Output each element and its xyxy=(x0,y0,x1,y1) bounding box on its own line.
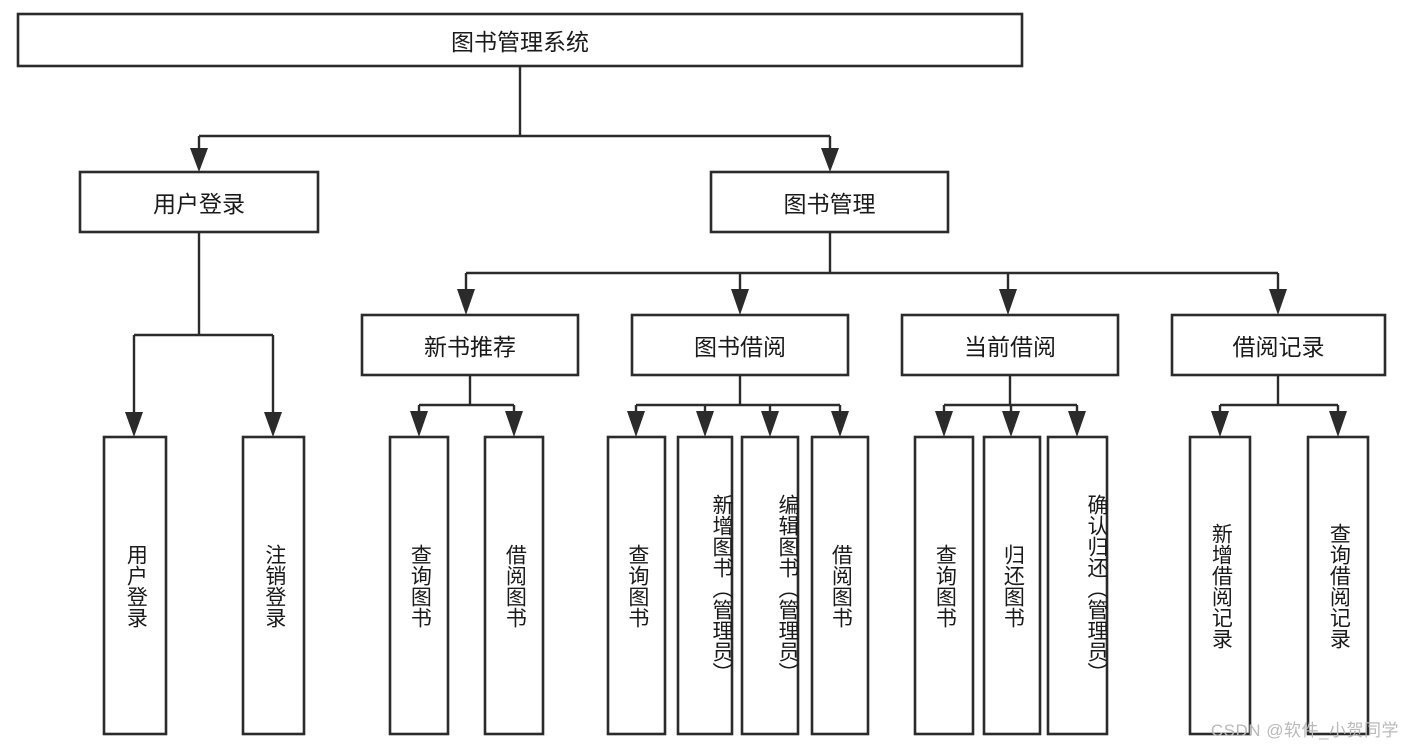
arrow-to-leaf-logout-login xyxy=(264,412,282,437)
node-leaf-user-login[interactable] xyxy=(102,435,168,736)
node-leaf-edit-book[interactable] xyxy=(740,435,800,736)
node-leaf-query-book-3[interactable] xyxy=(913,435,975,736)
node-new-book-recommend[interactable] xyxy=(360,313,580,377)
arrow-to-leaf-query-book-1 xyxy=(410,411,428,437)
arrow-to-leaf-query-book-2 xyxy=(627,411,645,437)
node-book-borrow[interactable] xyxy=(630,313,850,377)
arrow-to-new-book-recommend xyxy=(457,289,475,315)
node-leaf-logout-login[interactable] xyxy=(241,435,306,736)
node-borrow-record[interactable] xyxy=(1170,313,1387,377)
arrow-to-borrow-record xyxy=(1269,289,1287,315)
node-current-borrow[interactable] xyxy=(900,313,1120,377)
node-leaf-borrow-book-2[interactable] xyxy=(810,435,870,736)
node-leaf-add-book[interactable] xyxy=(676,435,734,736)
arrow-to-leaf-add-record xyxy=(1211,411,1229,437)
connector-layer xyxy=(125,66,1347,437)
arrow-to-leaf-query-record xyxy=(1329,411,1347,437)
arrow-to-leaf-query-book-3 xyxy=(935,411,953,437)
node-leaf-return-book[interactable] xyxy=(982,435,1042,736)
arrow-to-current-borrow xyxy=(999,289,1017,315)
arrow-to-leaf-edit-book xyxy=(761,411,779,437)
arrow-to-leaf-user-login xyxy=(125,412,143,437)
node-user-login[interactable] xyxy=(78,170,320,234)
arrow-to-leaf-borrow-book-1 xyxy=(505,411,523,437)
node-book-manage[interactable] xyxy=(709,170,950,234)
node-leaf-add-record[interactable] xyxy=(1188,435,1252,736)
arrow-to-book-borrow xyxy=(731,289,749,315)
node-leaf-query-record[interactable] xyxy=(1306,435,1370,736)
node-leaf-query-book-1[interactable] xyxy=(388,435,450,736)
arrow-to-leaf-confirm-return xyxy=(1068,411,1086,437)
arrow-to-book-manage xyxy=(821,148,839,172)
arrow-to-leaf-return-book xyxy=(1002,411,1020,437)
node-leaf-query-book-2[interactable] xyxy=(606,435,667,736)
node-leaf-borrow-book-1[interactable] xyxy=(483,435,545,736)
arrow-to-leaf-add-book xyxy=(696,411,714,437)
arrow-to-user-login xyxy=(190,148,208,172)
arrow-to-leaf-borrow-book-2 xyxy=(831,411,849,437)
node-layer xyxy=(16,12,1387,736)
node-leaf-confirm-return[interactable] xyxy=(1046,435,1109,736)
node-root[interactable] xyxy=(16,12,1024,68)
